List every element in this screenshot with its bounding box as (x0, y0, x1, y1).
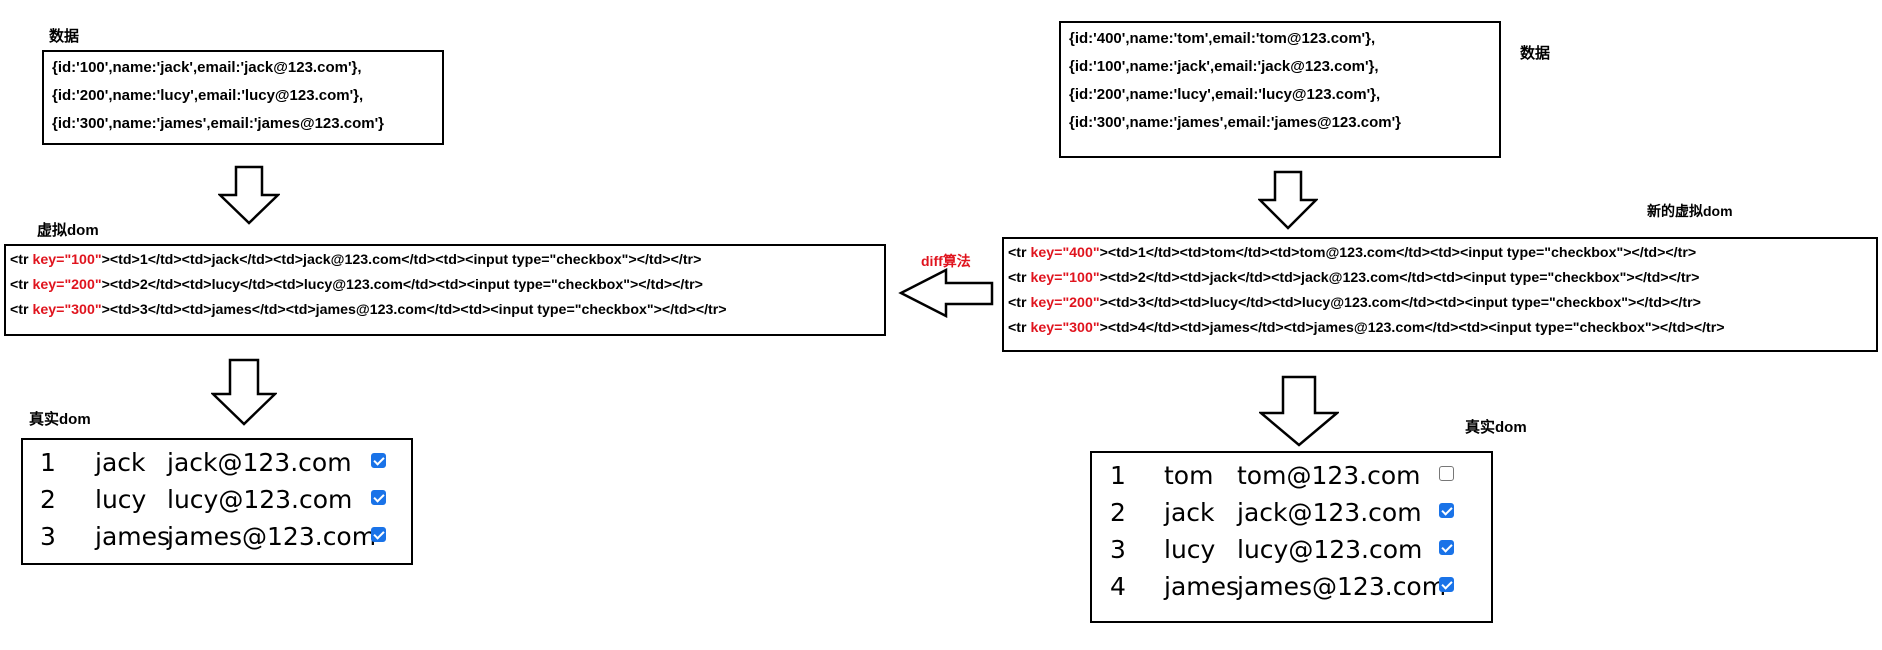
row-name: jack (95, 448, 146, 477)
right-data-box: {id:'400',name:'tom',email:'tom@123.com'… (1059, 21, 1501, 158)
table-row: 4 james james@123.com (1092, 568, 1491, 605)
row-name: lucy (1164, 535, 1216, 564)
table-row: 1 jack jack@123.com (23, 444, 411, 481)
left-vdom-box: <tr key="100"><td>1</td><td>jack</td><td… (4, 244, 886, 336)
row-number: 2 (40, 485, 56, 514)
row-checkbox[interactable] (1439, 503, 1454, 518)
right-real-dom-table: 1 tom tom@123.com 2 jack jack@123.com 3 … (1090, 451, 1493, 623)
row-email: james@123.com (167, 522, 377, 551)
row-checkbox[interactable] (371, 453, 386, 468)
right-data-line: {id:'400',name:'tom',email:'tom@123.com'… (1069, 30, 1376, 47)
vdom-row: <tr key="100"><td>2</td><td>jack</td><td… (1008, 270, 1700, 286)
row-number: 3 (1110, 535, 1126, 564)
row-checkbox[interactable] (371, 527, 386, 542)
table-row: 2 jack jack@123.com (1092, 494, 1491, 531)
right-vdom-label: 新的虚拟dom (1647, 203, 1733, 219)
right-data-line: {id:'100',name:'jack',email:'jack@123.co… (1069, 58, 1379, 75)
left-real-dom-table: 1 jack jack@123.com 2 lucy lucy@123.com … (21, 438, 413, 565)
row-name: tom (1164, 461, 1214, 490)
table-row: 1 tom tom@123.com (1092, 457, 1491, 494)
row-name: lucy (95, 485, 147, 514)
down-arrow-icon (1258, 170, 1318, 230)
row-checkbox[interactable] (1439, 466, 1454, 481)
right-data-line: {id:'300',name:'james',email:'james@123.… (1069, 114, 1402, 131)
row-email: jack@123.com (1237, 498, 1422, 527)
left-real-label: 真实dom (29, 411, 91, 428)
row-name: james (95, 522, 171, 551)
row-number: 4 (1110, 572, 1126, 601)
right-real-label: 真实dom (1465, 419, 1527, 436)
row-name: james (1164, 572, 1240, 601)
right-vdom-box: <tr key="400"><td>1</td><td>tom</td><td>… (1002, 237, 1878, 352)
row-email: lucy@123.com (1237, 535, 1423, 564)
left-data-line: {id:'300',name:'james',email:'james@123.… (52, 115, 385, 132)
right-data-line: {id:'200',name:'lucy',email:'lucy@123.co… (1069, 86, 1381, 103)
down-arrow-icon (218, 165, 280, 225)
left-data-line: {id:'200',name:'lucy',email:'lucy@123.co… (52, 87, 364, 104)
table-row: 3 james james@123.com (23, 518, 411, 555)
left-data-label: 数据 (49, 28, 80, 45)
row-email: lucy@123.com (167, 485, 353, 514)
row-number: 1 (40, 448, 56, 477)
row-name: jack (1164, 498, 1215, 527)
row-checkbox[interactable] (1439, 540, 1454, 555)
left-data-box: {id:'100',name:'jack',email:'jack@123.co… (42, 50, 444, 145)
row-checkbox[interactable] (1439, 577, 1454, 592)
row-email: jack@123.com (167, 448, 352, 477)
vdom-row: <tr key="200"><td>2</td><td>lucy</td><td… (10, 277, 703, 293)
down-arrow-icon (1259, 375, 1339, 447)
row-email: tom@123.com (1237, 461, 1421, 490)
vdom-row: <tr key="400"><td>1</td><td>tom</td><td>… (1008, 245, 1697, 261)
left-vdom-label: 虚拟dom (37, 222, 99, 239)
table-row: 2 lucy lucy@123.com (23, 481, 411, 518)
down-arrow-icon (211, 358, 277, 426)
left-arrow-icon (898, 268, 994, 318)
row-email: james@123.com (1237, 572, 1447, 601)
vdom-row: <tr key="300"><td>3</td><td>james</td><t… (10, 302, 727, 318)
row-checkbox[interactable] (371, 490, 386, 505)
right-data-label: 数据 (1520, 45, 1551, 62)
row-number: 1 (1110, 461, 1126, 490)
vdom-row: <tr key="200"><td>3</td><td>lucy</td><td… (1008, 295, 1701, 311)
table-row: 3 lucy lucy@123.com (1092, 531, 1491, 568)
diff-label: diff算法 (921, 253, 971, 269)
vdom-row: <tr key="100"><td>1</td><td>jack</td><td… (10, 252, 702, 268)
vdom-row: <tr key="300"><td>4</td><td>james</td><t… (1008, 320, 1725, 336)
row-number: 3 (40, 522, 56, 551)
left-data-line: {id:'100',name:'jack',email:'jack@123.co… (52, 59, 362, 76)
row-number: 2 (1110, 498, 1126, 527)
